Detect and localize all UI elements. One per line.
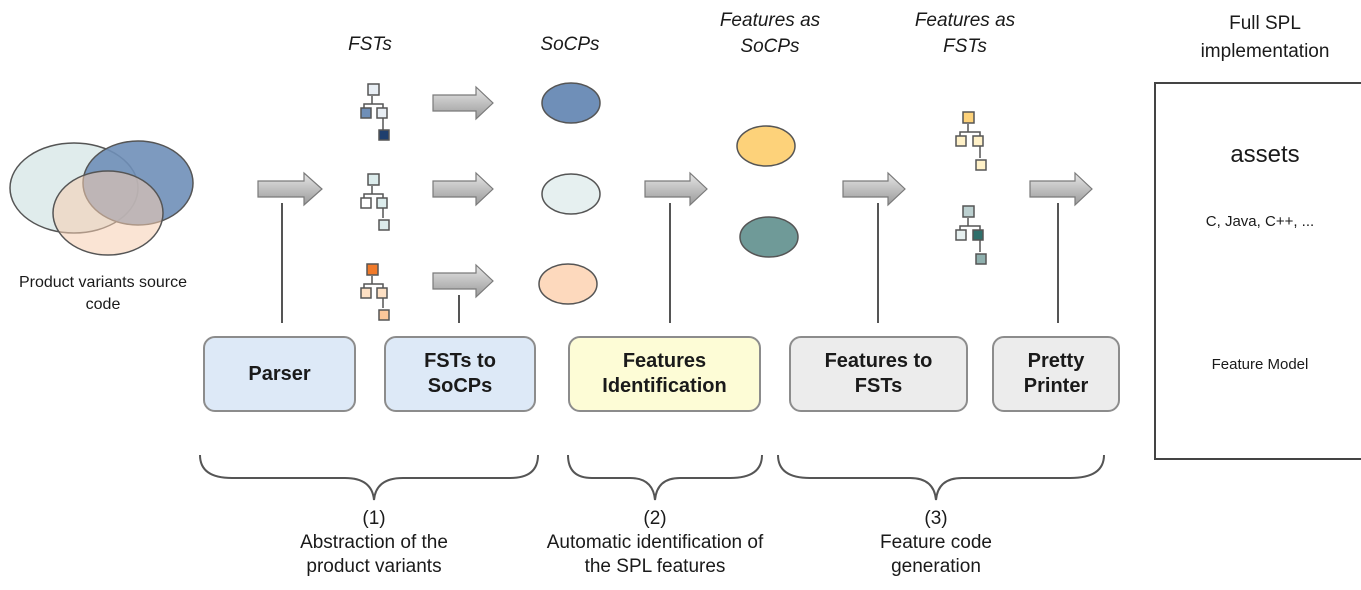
arrow-fst1-to-socp1 [432, 85, 494, 121]
arrow-source-to-fsts [257, 171, 323, 207]
phase-1-number: (1) [362, 508, 386, 529]
fsts-to-socps-label: FSTs to SoCPs [424, 350, 496, 397]
feature-socp-ellipse-1 [736, 125, 796, 167]
arrow-socps-to-features [644, 171, 708, 207]
feature-model-label: Feature Model [1211, 356, 1309, 373]
arrow-features-to-fsts [842, 171, 906, 207]
flow-arrows [257, 85, 1093, 299]
parser-box: Parser [203, 336, 356, 412]
full-spl-panel [1154, 82, 1361, 460]
phase-3-number: (3) [924, 508, 948, 529]
socp-ellipse-1 [541, 82, 601, 124]
phase-2-line-1: Automatic identification of [546, 532, 764, 553]
phase-3-line-2: generation [891, 556, 981, 577]
column-header-socps: SoCPs [540, 34, 600, 55]
phase-3-caption: (3) Feature code generation [836, 507, 1036, 579]
parser-label: Parser [248, 362, 311, 385]
column-header-fsts: FSTs [348, 34, 392, 55]
feature-fst-tree-icon-2 [955, 205, 987, 265]
phase-1-caption: (1) Abstraction of the product variants [254, 507, 494, 579]
fst-tree-icon-1 [360, 83, 390, 141]
arrow-fst2-to-socp2 [432, 171, 494, 207]
phase-1-line-2: product variants [306, 556, 442, 577]
pretty-printer-label: Pretty Printer [1023, 350, 1089, 397]
assets-label: assets [1230, 141, 1300, 168]
brace-phase-2 [567, 454, 763, 501]
languages-label: C, Java, C++, ... [1205, 213, 1315, 230]
product-variants-label: Product variants source code [18, 274, 188, 313]
column-header-features-as-fsts: Features as FSTs [914, 10, 1016, 57]
socp-ellipse-2 [541, 173, 601, 215]
phase-1-line-1: Abstraction of the [300, 532, 448, 553]
features-identification-label: Features Identification [602, 350, 727, 397]
phase-2-number: (2) [643, 508, 667, 529]
connector-lines [281, 203, 1059, 323]
column-header-features-as-socps: Features as SoCPs [719, 10, 821, 57]
feature-socp-ellipse-2 [739, 216, 799, 258]
brace-phase-3 [777, 454, 1105, 501]
phase-3-line-1: Feature code [880, 532, 992, 553]
phase-braces [199, 454, 1105, 501]
phase-2-line-2: the SPL features [584, 556, 726, 577]
product-variants-venn-icon [9, 140, 194, 256]
features-to-fsts-label: Features to FSTs [824, 350, 933, 397]
pretty-printer-box: Pretty Printer [992, 336, 1120, 412]
column-header-full-spl: Full SPL implementation [1200, 13, 1330, 62]
phase-2-caption: (2) Automatic identification of the SPL … [505, 507, 805, 579]
fsts-to-socps-box: FSTs to SoCPs [384, 336, 536, 412]
fst-tree-icon-2 [360, 173, 390, 231]
socp-ellipse-3 [538, 263, 598, 305]
arrow-fst3-to-socp3 [432, 263, 494, 299]
feature-fst-tree-icon-1 [955, 111, 987, 171]
brace-phase-1 [199, 454, 539, 501]
fst-tree-icon-3 [360, 263, 390, 321]
arrow-fsts-to-spl [1029, 171, 1093, 207]
features-to-fsts-box: Features to FSTs [789, 336, 968, 412]
features-identification-box: Features Identification [568, 336, 761, 412]
